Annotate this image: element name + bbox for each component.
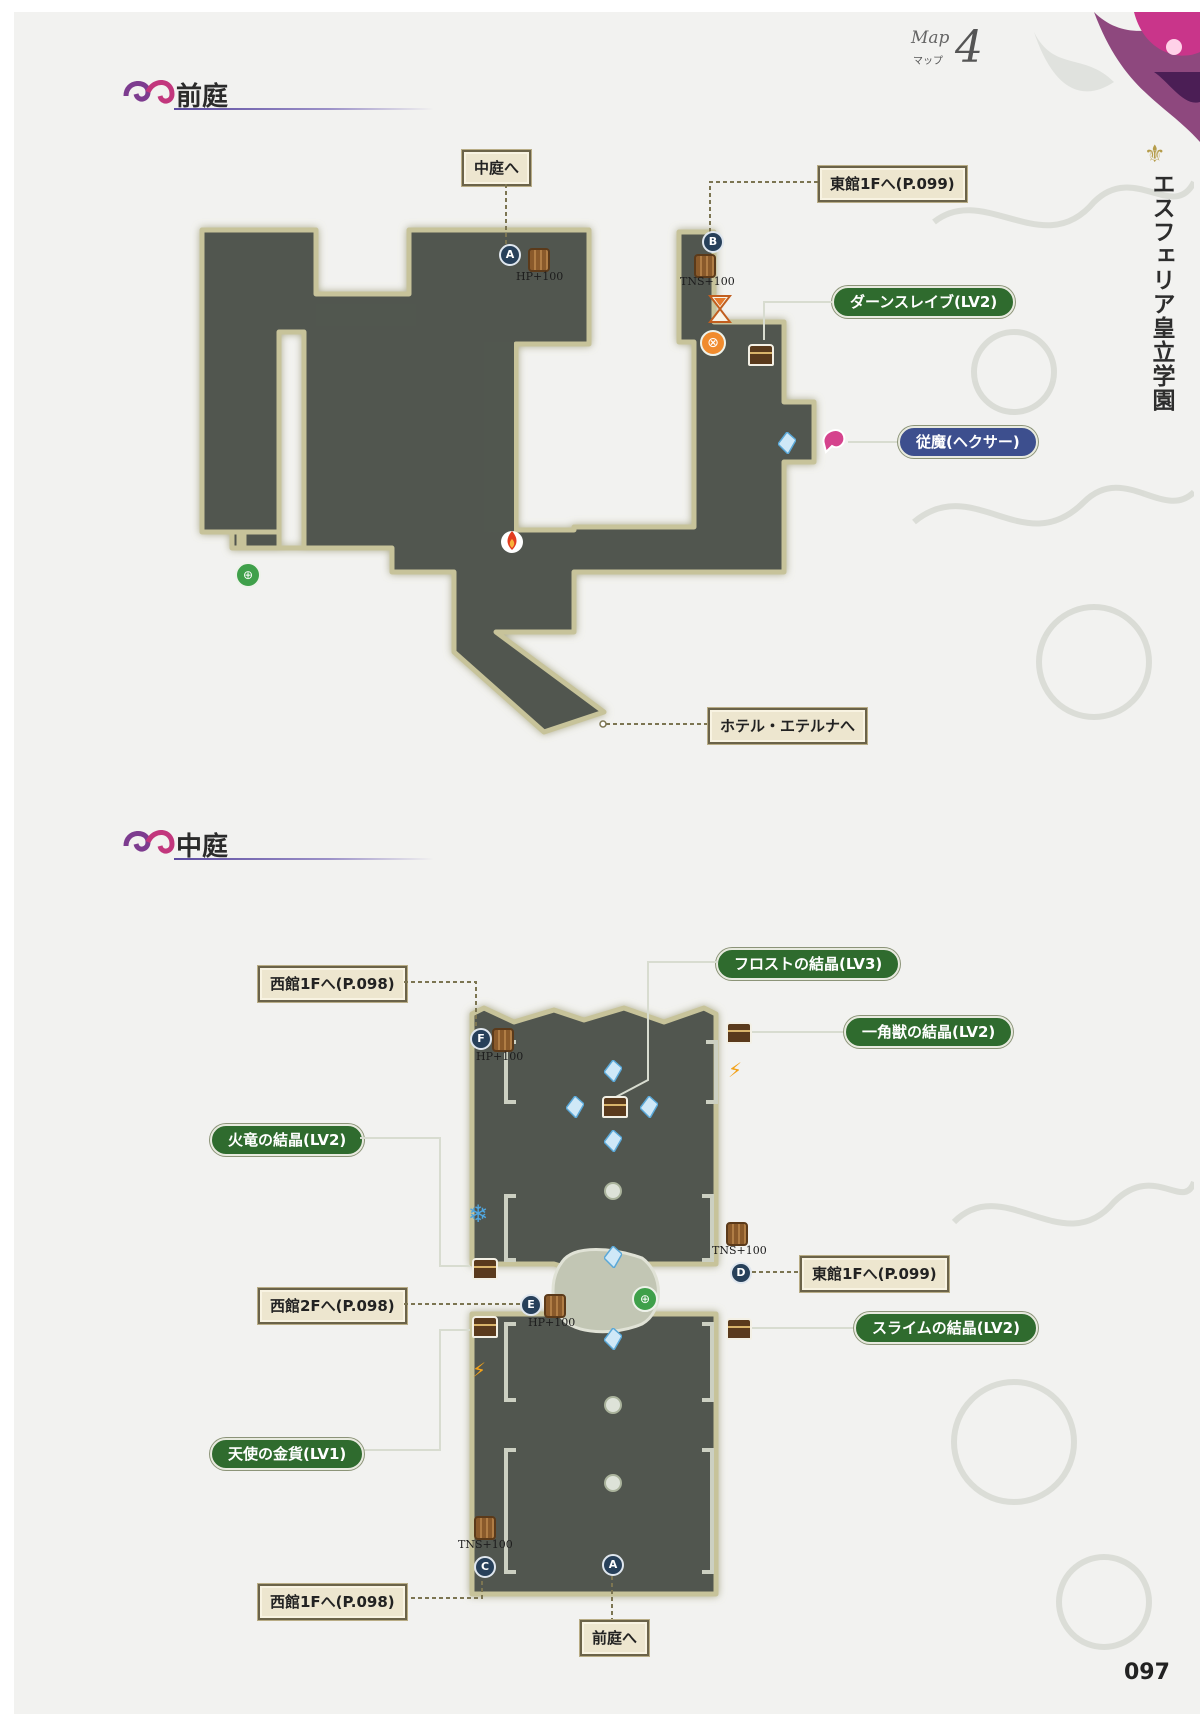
connector-line: [752, 1271, 802, 1273]
crystal-icon: [604, 1130, 622, 1152]
warp-icon[interactable]: ⊕: [235, 562, 261, 588]
section-title-courtyard: 中庭: [176, 832, 229, 862]
monster-icon: [822, 429, 846, 454]
section-rule: [174, 108, 434, 110]
front-garden-map: [199, 227, 817, 735]
connector-line: [505, 184, 507, 246]
crystal-icon: [640, 1096, 658, 1118]
hp-bonus-label: HP+100: [476, 1050, 524, 1063]
connector-line: [404, 1578, 483, 1599]
connector-line: [360, 1329, 470, 1451]
item-label-angel-gold-coin[interactable]: 天使の金貨(LV1): [210, 1438, 365, 1470]
page-number: 097: [1124, 1660, 1170, 1685]
barrel-icon: [544, 1294, 566, 1318]
chest-icon[interactable]: [726, 1022, 752, 1044]
crystal-icon: [604, 1060, 622, 1082]
map-sub-label: マップ: [913, 56, 943, 67]
connector-line: [360, 1137, 470, 1267]
barrel-icon: [528, 248, 550, 272]
marker-f[interactable]: F: [470, 1028, 492, 1050]
courtyard-map: [469, 1005, 719, 1597]
connector-line: [752, 1327, 856, 1329]
pillar-marker: [604, 1182, 622, 1200]
map-number: 4: [955, 22, 983, 73]
tns-bonus-label: TNS+100: [712, 1244, 767, 1257]
item-label-frost-crystal[interactable]: フロストの結晶(LV3): [716, 948, 901, 980]
save-point-icon: ⊗: [700, 330, 726, 356]
to-hotel-eterna-label[interactable]: ホテル・エテルナへ: [708, 708, 868, 744]
marker-d[interactable]: D: [730, 1262, 752, 1284]
connector-line: [611, 1576, 613, 1620]
section-title-front-garden: 前庭: [176, 82, 229, 112]
crystal-icon: [566, 1096, 584, 1118]
marker-a[interactable]: A: [602, 1554, 624, 1576]
barrel-icon: [726, 1222, 748, 1246]
to-courtyard-label[interactable]: 中庭へ: [462, 150, 532, 186]
chest-icon[interactable]: [748, 344, 774, 366]
flower-decoration: [1034, 12, 1200, 142]
connector-line: [709, 181, 818, 240]
chest-icon[interactable]: [726, 1318, 752, 1340]
connector-line: [848, 441, 900, 443]
hp-bonus-label: HP+100: [516, 270, 564, 283]
item-label-unicorn-crystal[interactable]: 一角獣の結晶(LV2): [844, 1016, 1014, 1048]
pillar-marker: [604, 1396, 622, 1414]
to-east-building-label[interactable]: 東館1Fへ(P.099): [818, 166, 967, 202]
item-label-fire-dragon-crystal[interactable]: 火竜の結晶(LV2): [210, 1124, 365, 1156]
crystal-icon: [778, 432, 796, 454]
warp-icon[interactable]: ⊕: [632, 1286, 658, 1312]
section-ornament-icon: [123, 80, 175, 104]
barrel-icon: [492, 1028, 514, 1052]
connector-line: [613, 961, 718, 1099]
map-page: Map マップ 4 ⚜ エスフェリア皇立学園 前庭 中庭へ A HP+100 東…: [14, 12, 1200, 1714]
barrel-icon: [694, 254, 716, 278]
tns-bonus-label: TNS+100: [680, 275, 735, 288]
connector-line: [763, 301, 832, 340]
map-number-header: Map マップ 4: [909, 22, 999, 82]
pillar-marker: [604, 1474, 622, 1492]
marker-c[interactable]: C: [474, 1556, 496, 1578]
connector-line: [752, 1031, 846, 1033]
section-rule: [174, 858, 434, 860]
to-west-building-1f-label-bottom[interactable]: 西館1Fへ(P.098): [258, 1584, 407, 1620]
connector-line: [404, 1303, 522, 1305]
hourglass-icon: [708, 295, 732, 323]
to-west-building-2f-label[interactable]: 西館2Fへ(P.098): [258, 1288, 407, 1324]
background-ornament: [912, 180, 1194, 1650]
fleur-icon: ⚜: [1144, 140, 1166, 168]
to-front-garden-label[interactable]: 前庭へ: [580, 1620, 650, 1656]
lightning-icon: ⚡: [728, 1058, 743, 1082]
fire-icon: [501, 531, 523, 553]
marker-a[interactable]: A: [499, 244, 521, 266]
chapter-title: エスフェリア皇立学園: [1148, 172, 1174, 412]
familiar-label-hexer[interactable]: 従魔(ヘクサー): [898, 426, 1038, 458]
to-west-building-1f-label[interactable]: 西館1Fへ(P.098): [258, 966, 407, 1002]
connector-line: [599, 720, 710, 728]
crystal-icon: [604, 1328, 622, 1350]
tns-bonus-label: TNS+100: [458, 1538, 513, 1551]
item-label-slime-crystal[interactable]: スライムの結晶(LV2): [854, 1312, 1038, 1344]
item-label-dainsleif[interactable]: ダーンスレイブ(LV2): [832, 286, 1016, 318]
map-label: Map: [911, 28, 950, 48]
barrel-icon: [474, 1516, 496, 1540]
chest-icon[interactable]: [472, 1258, 498, 1280]
to-east-building-1f-label[interactable]: 東館1Fへ(P.099): [800, 1256, 949, 1292]
hp-bonus-label: HP+100: [528, 1316, 576, 1329]
chest-icon[interactable]: [602, 1096, 628, 1118]
marker-b[interactable]: B: [702, 231, 724, 253]
marker-e[interactable]: E: [520, 1294, 542, 1316]
lightning-icon: ⚡: [472, 1358, 487, 1382]
crystal-icon: [604, 1246, 622, 1268]
snowflake-icon: ❄: [468, 1200, 489, 1228]
section-ornament-icon: [123, 830, 175, 854]
chest-icon[interactable]: [472, 1316, 498, 1338]
connector-line: [404, 981, 477, 1030]
